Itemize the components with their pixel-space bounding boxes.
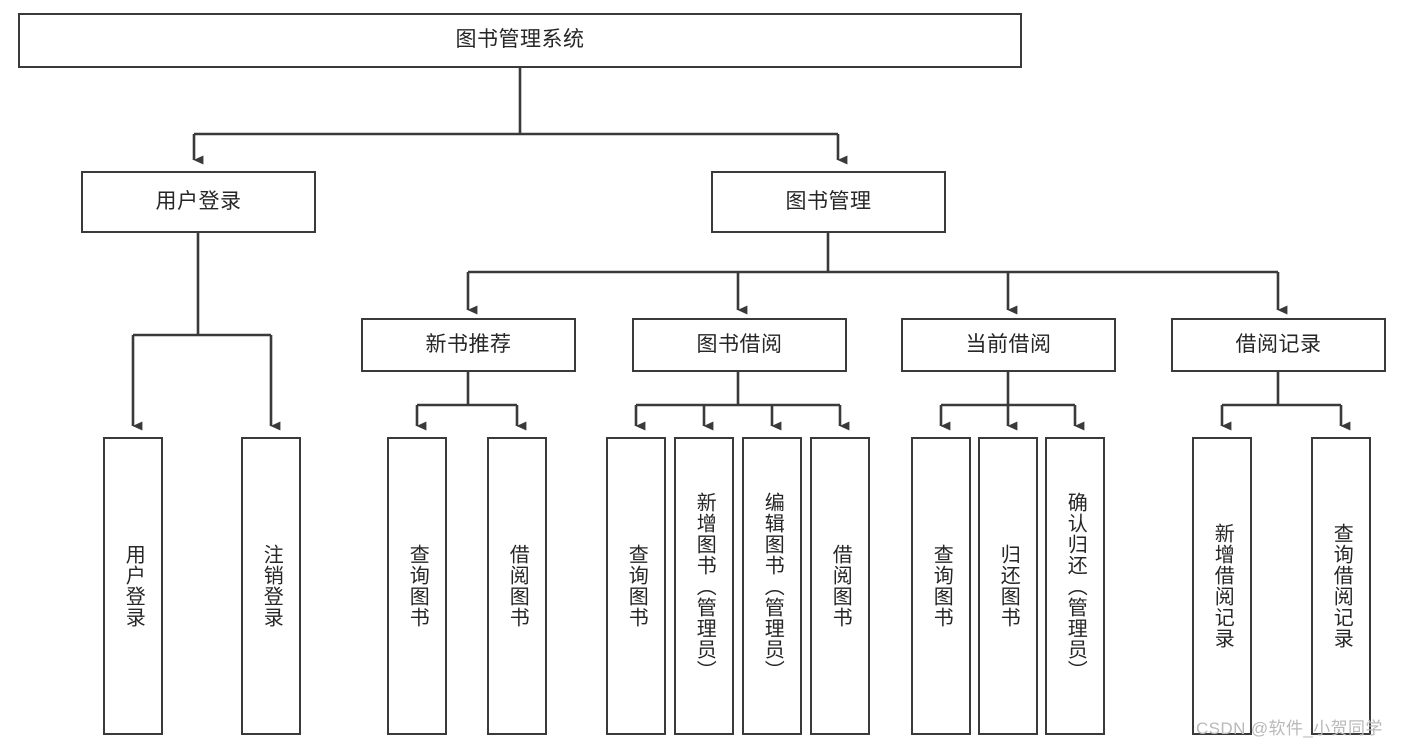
node-label: 新增图书（管理员）: [693, 491, 716, 681]
node-root-book-management-system[interactable]: 图书管理系统: [18, 13, 1022, 68]
node-user-login[interactable]: 用户登录: [81, 171, 316, 233]
node-label: 查询图书: [406, 544, 429, 628]
node-label: 归还图书: [997, 544, 1020, 628]
node-new-book-recommend[interactable]: 新书推荐: [361, 318, 576, 372]
node-leaf-add-book-admin[interactable]: 新增图书（管理员）: [674, 437, 734, 735]
node-label: 新书推荐: [425, 332, 512, 356]
node-leaf-query-book-borrow[interactable]: 查询图书: [606, 437, 666, 735]
node-leaf-query-book-current[interactable]: 查询图书: [911, 437, 971, 735]
node-label: 图书管理: [785, 189, 872, 213]
node-leaf-logout[interactable]: 注销登录: [241, 437, 301, 735]
watermark-text: CSDN @软件_小贺同学: [1196, 719, 1383, 738]
node-leaf-add-borrow-record[interactable]: 新增借阅记录: [1192, 437, 1252, 735]
node-borrow-record[interactable]: 借阅记录: [1171, 318, 1386, 372]
node-label: 图书借阅: [696, 332, 783, 356]
node-label: 查询借阅记录: [1330, 523, 1353, 649]
node-label: 借阅图书: [506, 544, 529, 628]
node-label: 确认归还（管理员）: [1064, 491, 1087, 681]
node-label: 编辑图书（管理员）: [761, 491, 784, 681]
node-leaf-query-borrow-record[interactable]: 查询借阅记录: [1311, 437, 1371, 735]
node-leaf-query-book-recommend[interactable]: 查询图书: [387, 437, 447, 735]
node-leaf-borrow-book[interactable]: 借阅图书: [810, 437, 870, 735]
node-label: 图书管理系统: [455, 28, 585, 52]
node-leaf-edit-book-admin[interactable]: 编辑图书（管理员）: [742, 437, 802, 735]
node-label: 注销登录: [260, 544, 283, 628]
node-label: 查询图书: [930, 544, 953, 628]
node-book-borrow[interactable]: 图书借阅: [632, 318, 847, 372]
node-leaf-user-login[interactable]: 用户登录: [103, 437, 163, 735]
node-current-borrow[interactable]: 当前借阅: [901, 318, 1116, 372]
node-label: 借阅图书: [829, 544, 852, 628]
node-leaf-return-book[interactable]: 归还图书: [978, 437, 1038, 735]
node-label: 查询图书: [625, 544, 648, 628]
node-label: 用户登录: [155, 189, 242, 213]
node-leaf-confirm-return-admin[interactable]: 确认归还（管理员）: [1045, 437, 1105, 735]
node-label: 新增借阅记录: [1211, 523, 1234, 649]
node-book-management[interactable]: 图书管理: [711, 171, 946, 233]
node-label: 用户登录: [122, 544, 145, 628]
node-label: 借阅记录: [1235, 332, 1322, 356]
node-leaf-borrow-book-recommend[interactable]: 借阅图书: [487, 437, 547, 735]
node-label: 当前借阅: [965, 332, 1052, 356]
